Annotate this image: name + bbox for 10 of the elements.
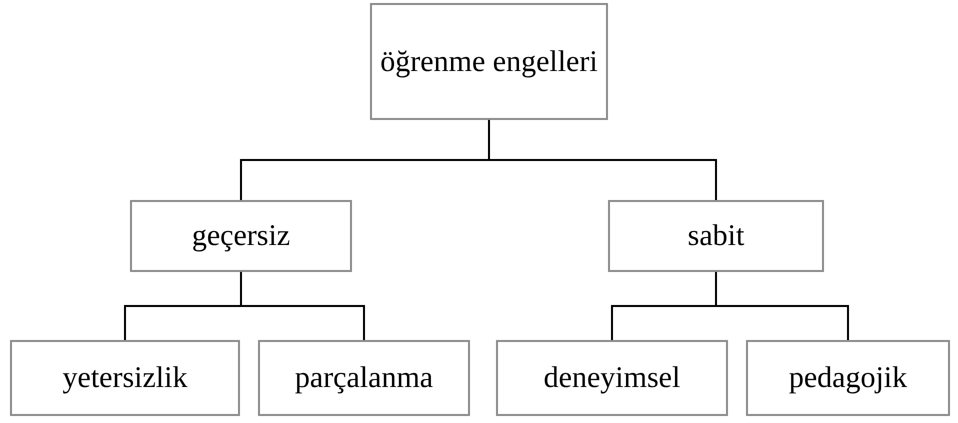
connector-line: [240, 272, 365, 340]
node-box: öğrenme engelleri: [370, 3, 608, 120]
connector-line: [488, 120, 717, 200]
node-box: sabit: [608, 200, 824, 272]
node-box: parçalanma: [258, 340, 470, 416]
node-box: deneyimsel: [496, 340, 728, 416]
node-box: pedagojik: [746, 340, 950, 416]
node-box: geçersiz: [130, 200, 352, 272]
connector-line: [715, 272, 849, 340]
node-box: yetersizlik: [10, 340, 240, 416]
